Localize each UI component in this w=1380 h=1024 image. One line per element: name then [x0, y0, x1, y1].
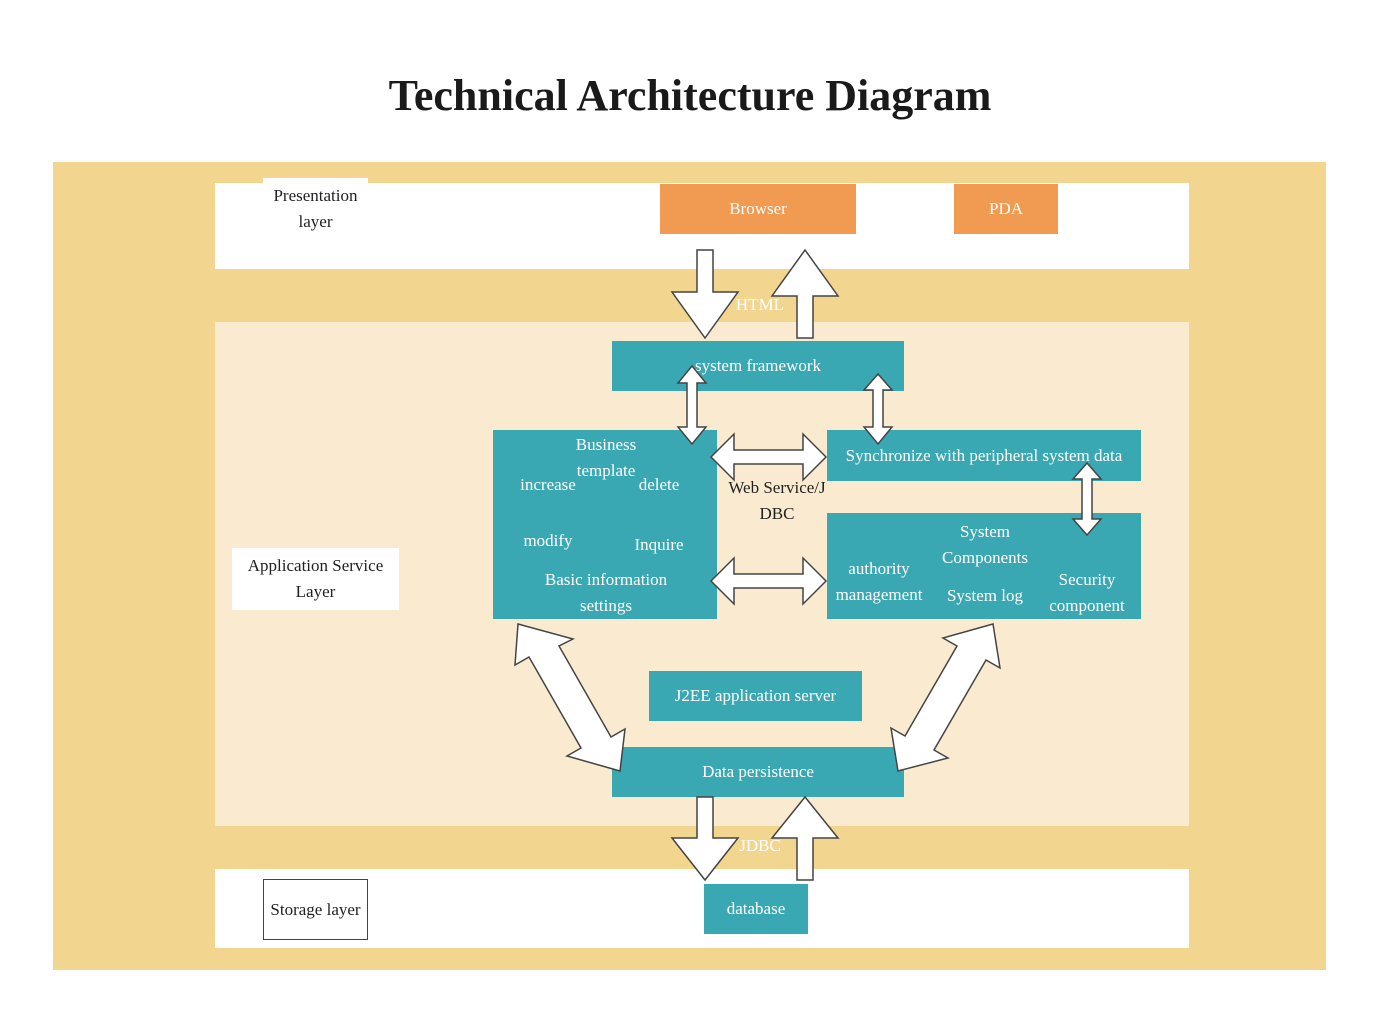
html-up-arrow	[770, 248, 840, 339]
html-down-arrow	[670, 249, 740, 340]
data-persistence-node: Data persistence	[612, 747, 904, 797]
modify-label: modify	[523, 531, 573, 550]
jdbc-up-arrow	[770, 795, 840, 881]
business-sync-arrow	[709, 432, 828, 482]
delete-label: delete	[638, 475, 680, 494]
page-title: Technical Architecture Diagram	[388, 71, 992, 120]
system-log-label: System log	[946, 586, 1024, 605]
presentation-layer-label: Presentation layer	[263, 178, 368, 240]
framework-business-arrow	[676, 364, 708, 446]
storage-band	[215, 869, 1189, 948]
system-framework-node: system framework	[612, 341, 904, 391]
application-layer-label: Application Service Layer	[232, 548, 399, 610]
basic-info-label: Basic information settings	[544, 570, 668, 615]
business-block	[493, 430, 717, 619]
web-service-label: Web Service/JDBC	[728, 478, 826, 523]
jdbc-label: JDBC	[739, 836, 781, 855]
business-template-label: Business template	[575, 435, 637, 480]
jdbc-down-arrow	[670, 796, 740, 882]
pda-node: PDA	[954, 184, 1058, 234]
browser-node: Browser	[660, 184, 856, 234]
business-persistence-arrow	[514, 623, 626, 772]
synchronize-node: Synchronize with peripheral system data	[827, 430, 1141, 481]
storage-layer-label: Storage layer	[263, 879, 368, 940]
system-components-label: System Components	[942, 522, 1028, 567]
inquire-label: Inquire	[634, 535, 684, 554]
sync-components-arrow	[1071, 461, 1103, 537]
increase-label: increase	[520, 475, 576, 494]
j2ee-server-node: J2EE application server	[649, 671, 862, 721]
framework-sync-arrow	[862, 372, 894, 446]
authority-management-label: authority management	[835, 559, 923, 604]
html-label: HTML	[735, 295, 785, 314]
business-components-arrow	[709, 556, 828, 606]
database-node: database	[704, 884, 808, 934]
components-persistence-arrow	[890, 623, 1001, 772]
security-component-label: Security component	[1049, 570, 1125, 615]
